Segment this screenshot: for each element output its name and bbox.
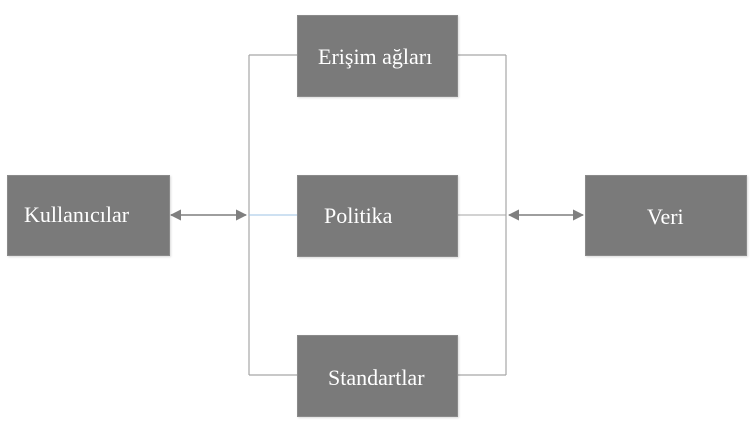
access-networks-box: Erişim ağları	[297, 15, 458, 97]
data-label: Veri	[647, 204, 684, 229]
policy-label: Politika	[324, 203, 393, 228]
policy-box: Politika	[297, 175, 458, 257]
users-box: Kullanıcılar	[7, 175, 170, 256]
data-box: Veri	[585, 175, 747, 256]
users-label: Kullanıcılar	[24, 202, 130, 227]
standards-box: Standartlar	[297, 335, 458, 417]
standards-label: Standartlar	[328, 365, 425, 390]
access-networks-label: Erişim ağları	[318, 44, 433, 69]
